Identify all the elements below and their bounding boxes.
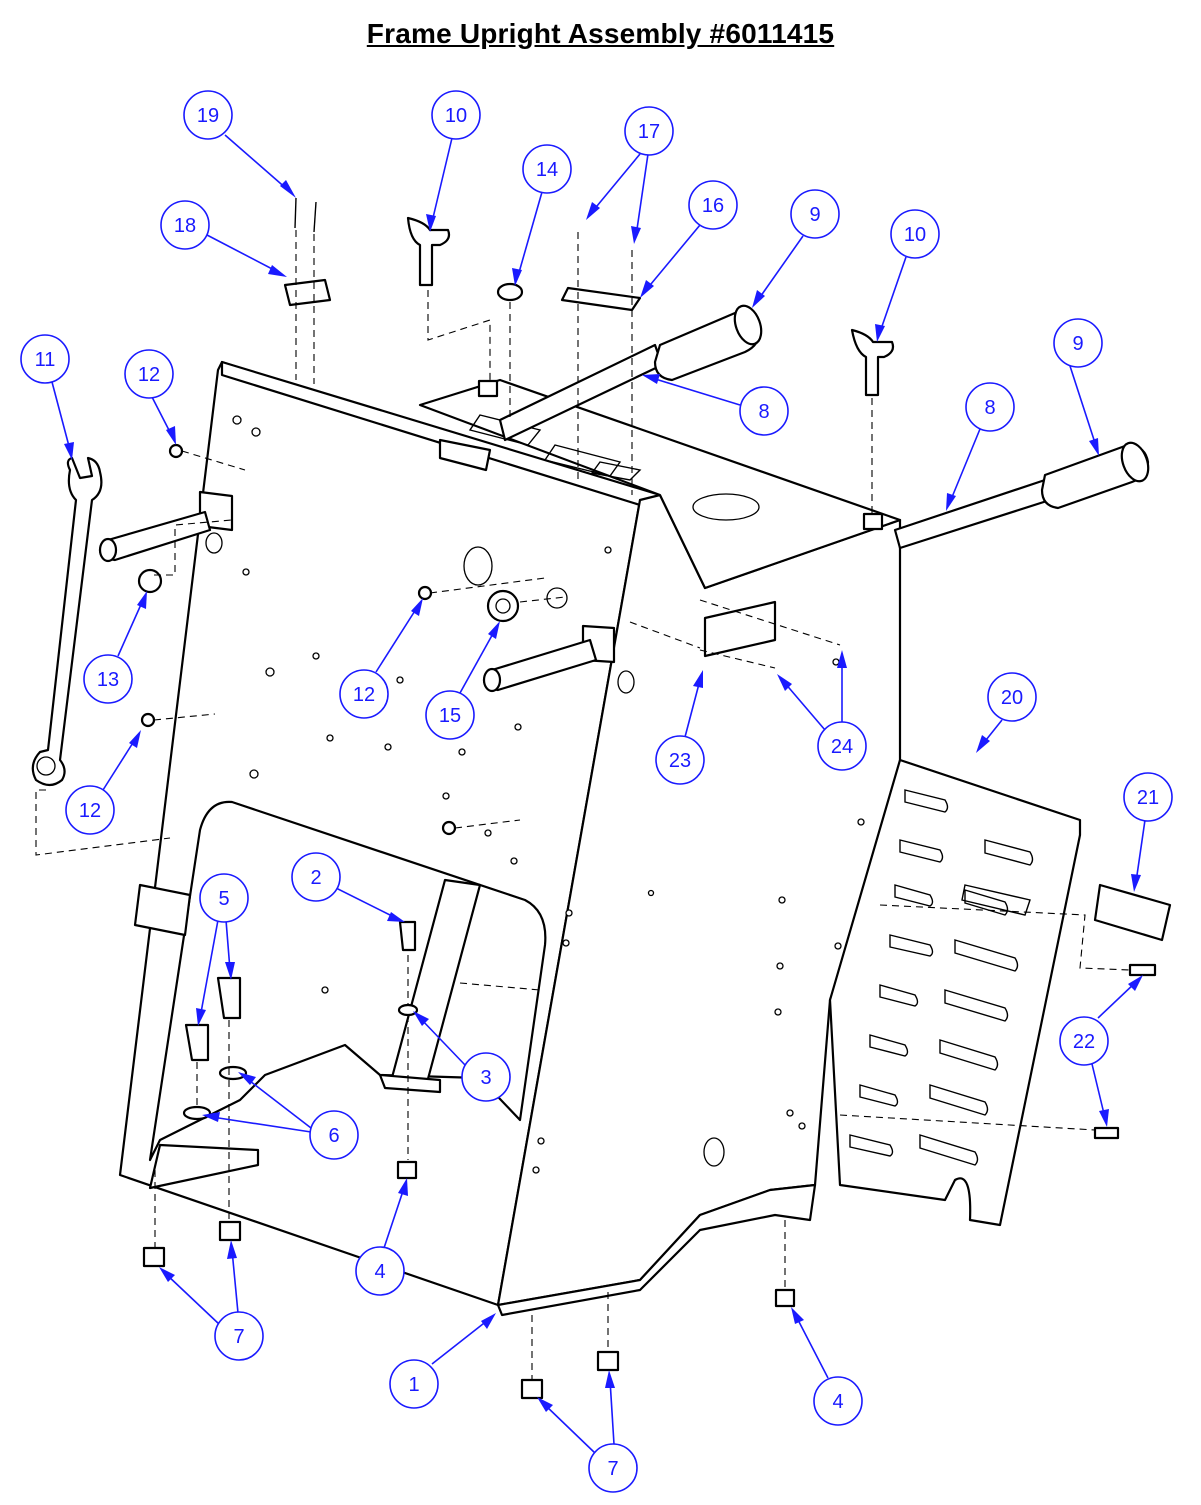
handle-stub-left [98, 510, 212, 563]
callout-17: 17 [586, 106, 674, 244]
callouts: 19 10 14 17 16 [20, 90, 1173, 1493]
callout-12-top-label: 12 [138, 364, 160, 386]
callout-1-label: 1 [408, 1374, 419, 1396]
callout-1: 1 [389, 1313, 496, 1409]
callout-11: 11 [20, 334, 74, 460]
callout-19: 19 [183, 90, 296, 198]
callout-22-label: 22 [1073, 1031, 1095, 1053]
deck-plate [828, 758, 1082, 1227]
callout-21-label: 21 [1137, 787, 1159, 809]
callout-22: 22 [1059, 975, 1143, 1127]
callout-9-top-label: 9 [809, 204, 820, 226]
callout-4-right-label: 4 [832, 1391, 843, 1413]
callout-23: 23 [655, 670, 705, 785]
callout-2: 2 [291, 852, 405, 922]
wrench [31, 456, 103, 787]
callout-8-right-label: 8 [984, 397, 995, 419]
callout-4-right: 4 [791, 1307, 863, 1426]
callout-24: 24 [777, 650, 867, 771]
callout-10-right: 10 [875, 209, 940, 342]
callout-6-label: 6 [328, 1125, 339, 1147]
callout-15: 15 [425, 621, 500, 740]
frame-upright [118, 360, 902, 1317]
callout-16: 16 [640, 180, 738, 298]
callout-7-left-label: 7 [233, 1326, 244, 1348]
callout-4-left-label: 4 [374, 1261, 385, 1283]
callout-3: 3 [413, 1011, 511, 1102]
callout-12-top: 12 [124, 349, 176, 445]
callout-20-label: 20 [1001, 687, 1023, 709]
callout-8-top: 8 [642, 374, 789, 436]
callout-12-lower: 12 [65, 730, 141, 835]
callout-9-right-label: 9 [1072, 333, 1083, 355]
callout-5: 5 [196, 873, 249, 1026]
callout-13: 13 [83, 591, 147, 704]
callout-18-label: 18 [174, 215, 196, 237]
callout-18: 18 [160, 200, 287, 277]
callout-7-bottom-label: 7 [607, 1458, 618, 1480]
callout-7-bottom: 7 [537, 1370, 638, 1493]
callout-9-top: 9 [752, 189, 840, 308]
callout-12-lower-label: 12 [79, 800, 101, 822]
callout-5-label: 5 [218, 888, 229, 910]
callout-8-right: 8 [946, 382, 1015, 511]
assembly-lines [35, 230, 1131, 1380]
callout-12-center: 12 [339, 598, 423, 719]
handle-upper [498, 304, 763, 442]
callout-6: 6 [202, 1072, 359, 1160]
callout-19-label: 19 [197, 105, 219, 127]
callout-10-top-label: 10 [445, 105, 467, 127]
callout-8-top-label: 8 [758, 401, 769, 423]
callout-10-right-label: 10 [904, 224, 926, 246]
callout-15-label: 15 [439, 705, 461, 727]
callout-16-label: 16 [702, 195, 724, 217]
callout-20: 20 [976, 672, 1037, 753]
callout-14: 14 [512, 144, 572, 286]
callout-13-label: 13 [97, 669, 119, 691]
diagram-title: Frame Upright Assembly #6011415 [366, 18, 835, 49]
callout-2-label: 2 [310, 867, 321, 889]
callout-10-top: 10 [426, 90, 481, 232]
callout-7-left: 7 [159, 1240, 264, 1361]
callout-9-right: 9 [1053, 318, 1103, 456]
callout-11-label: 11 [35, 349, 56, 371]
callout-4-left: 4 [355, 1178, 408, 1296]
handle-lower [893, 441, 1150, 550]
callout-17-label: 17 [638, 121, 660, 143]
callout-14-label: 14 [536, 159, 558, 181]
handle-stub-center [482, 638, 598, 693]
callout-21: 21 [1123, 772, 1173, 892]
callout-3-label: 3 [480, 1067, 491, 1089]
callout-23-label: 23 [669, 750, 691, 772]
callout-24-label: 24 [831, 736, 853, 758]
hardware [137, 197, 1172, 1400]
callout-12-center-label: 12 [353, 684, 375, 706]
